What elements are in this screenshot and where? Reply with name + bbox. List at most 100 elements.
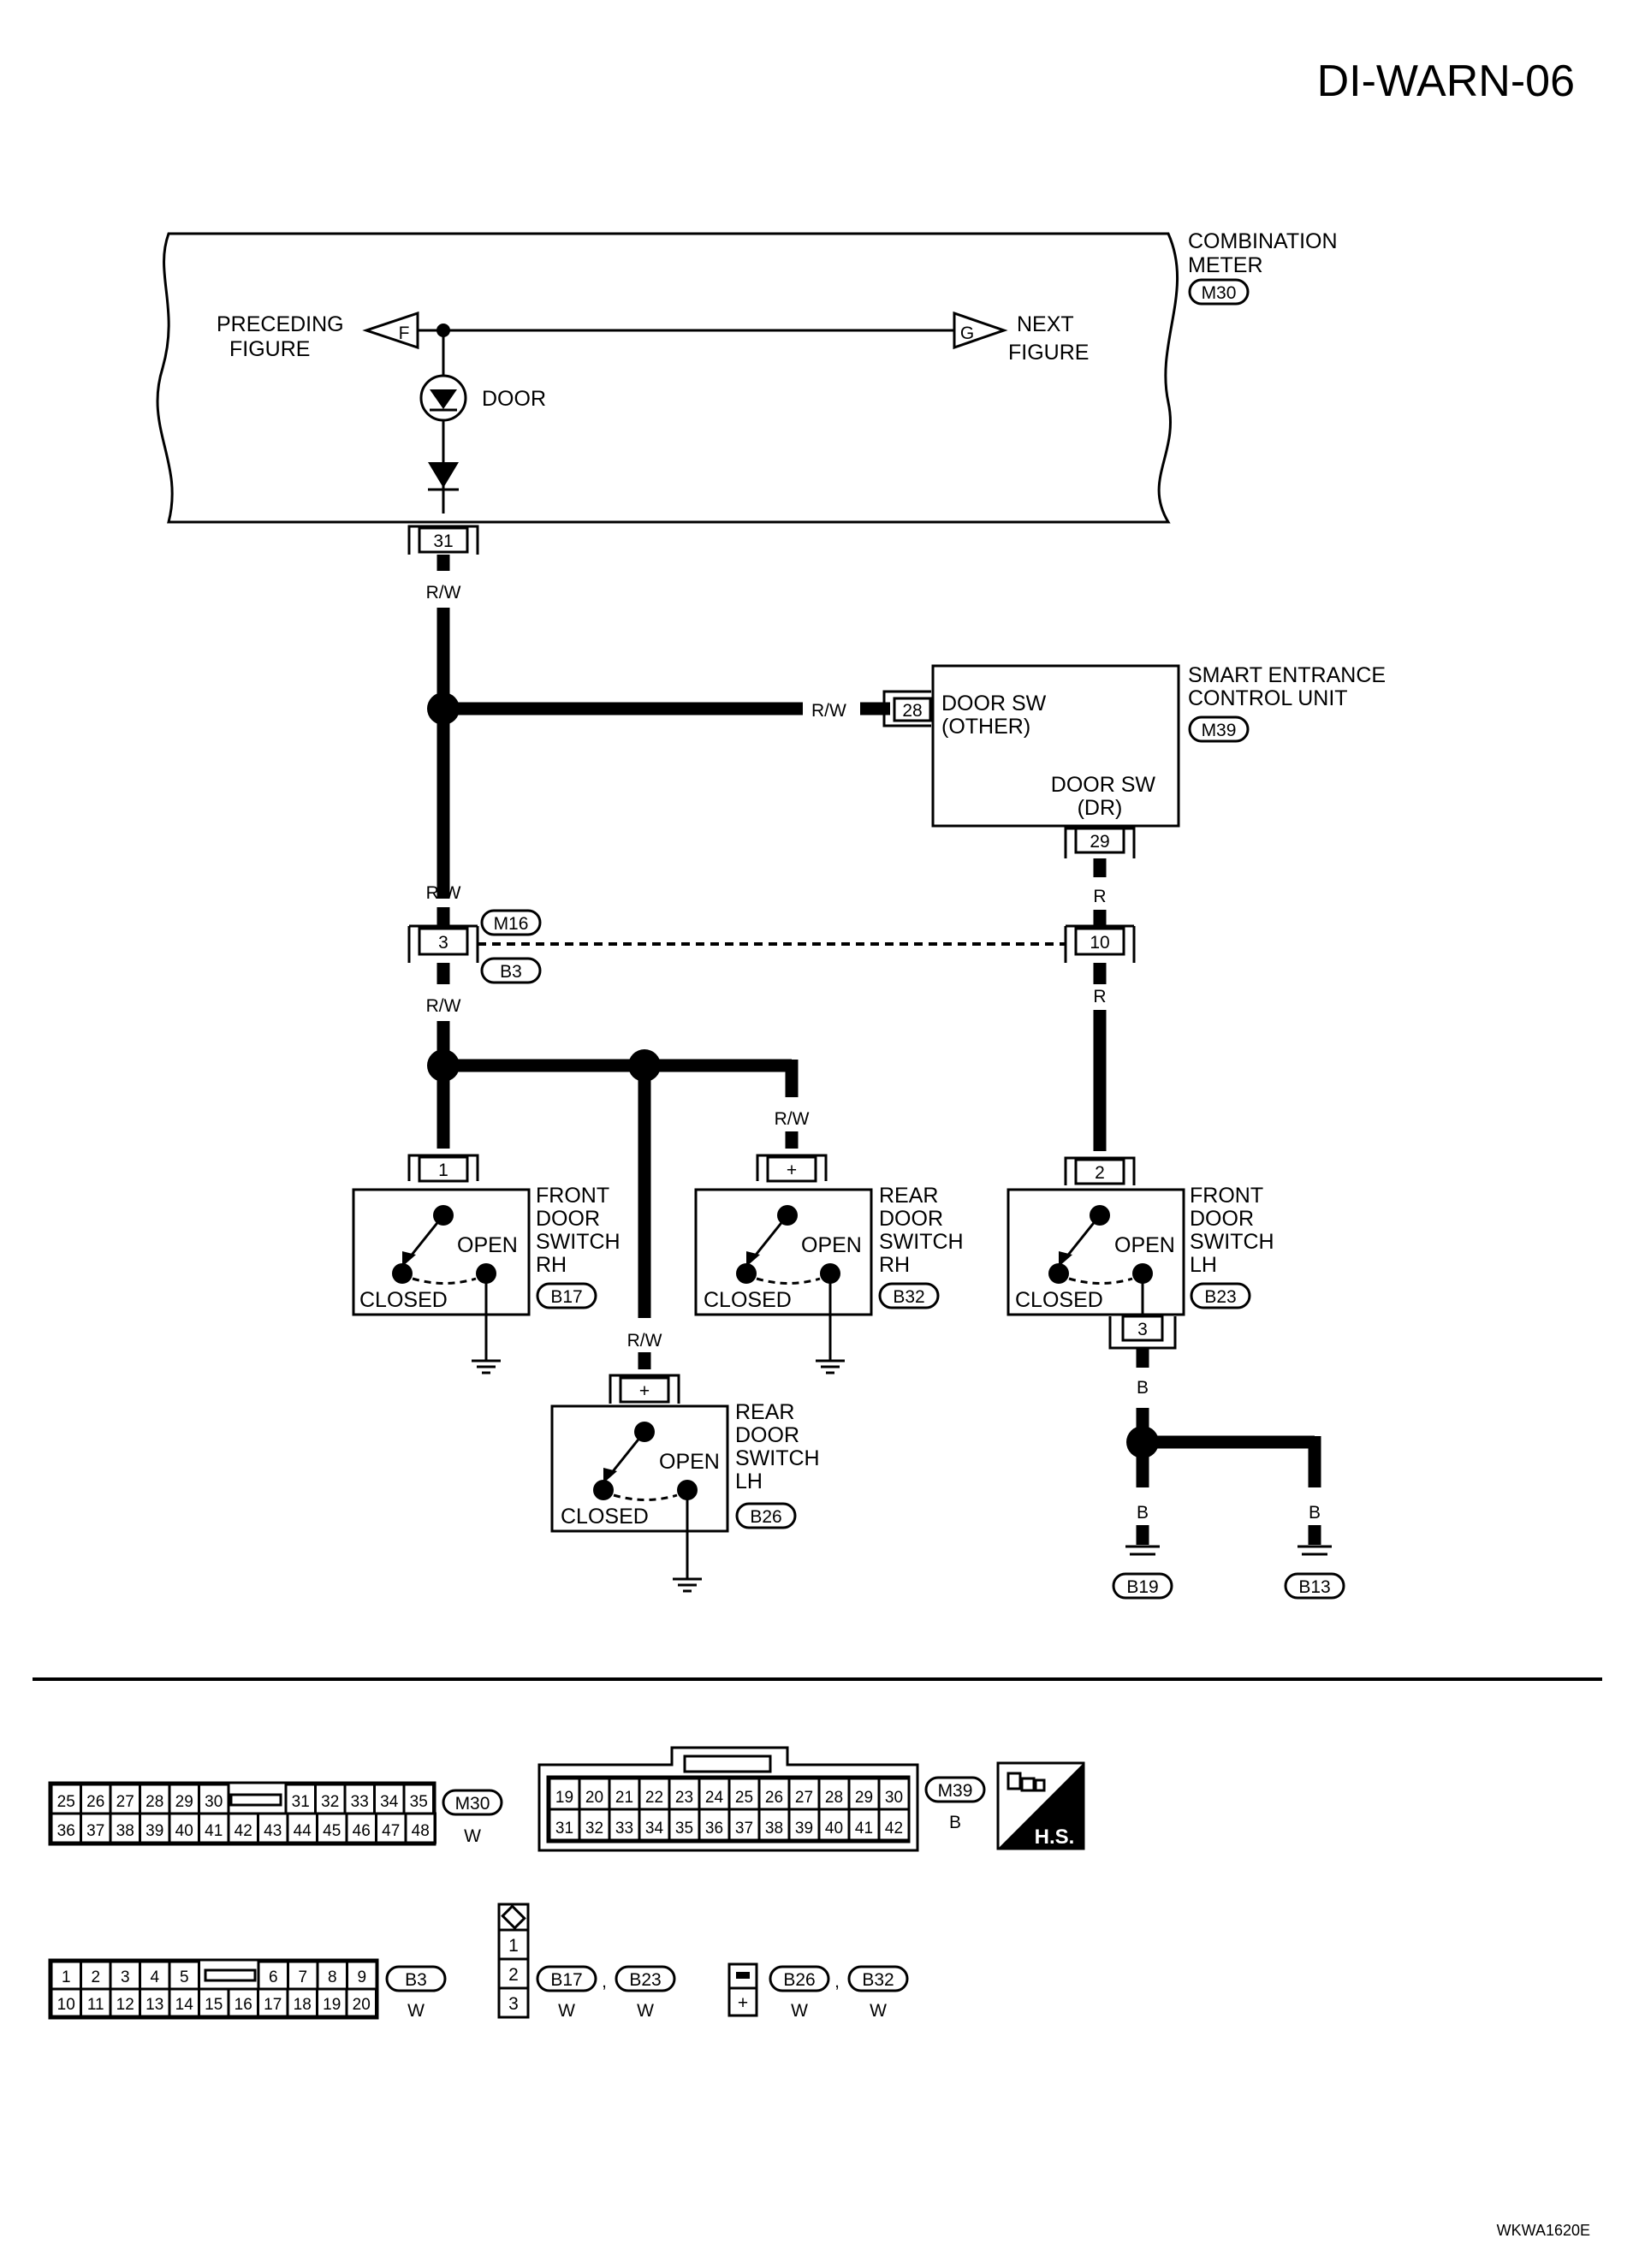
rear-rh-l1: REAR [879, 1184, 938, 1208]
harness-side-icon: H.S. [996, 1761, 1085, 1850]
m39-pin-label: 29 [855, 1789, 873, 1807]
door-lamp-diode-icon [430, 389, 457, 409]
b3-pin-label: 2 [91, 1968, 100, 1986]
connector-tag-m30-text: M30 [1202, 283, 1237, 303]
connector-tag-b17 [536, 1282, 597, 1309]
m30-pin-label: 36 [57, 1822, 75, 1840]
m39-pin-label: 20 [585, 1789, 603, 1807]
connector-view-3pin-sep: , [602, 1972, 607, 1992]
smart-label-2: CONTROL UNIT [1188, 686, 1348, 710]
b3-pin-label: 18 [294, 1996, 312, 2014]
joint-pin-3 [418, 927, 469, 956]
combination-meter-box [156, 232, 1179, 524]
ground-icon [1125, 1545, 1160, 1556]
m39-pin-label: 23 [675, 1789, 693, 1807]
connector-tag-m39 [1188, 715, 1250, 743]
m30-pin-label: 31 [292, 1793, 310, 1811]
rear-lh-l4: LH [735, 1469, 763, 1493]
m30-pin-label: 41 [205, 1822, 223, 1840]
connector-view-m39-tag [924, 1776, 986, 1803]
connector-view-b26-id: B26 [783, 1970, 815, 1990]
front-rh-pin [418, 1155, 469, 1183]
connector-view-m39-id: M39 [938, 1781, 973, 1801]
connector-tag-b26 [735, 1502, 797, 1529]
connector-view-m30-id: M30 [455, 1794, 490, 1814]
wire-color-rw-2: R/W [426, 883, 461, 903]
smart-pin-28-text: 28 [902, 701, 922, 721]
preceding-label-2: FIGURE [229, 337, 310, 361]
m39-pin-label: 34 [645, 1820, 664, 1838]
front-door-switch-lh-box [1007, 1188, 1185, 1316]
wire-color-rw-5: R/W [627, 1331, 662, 1351]
b3-pin-label: 4 [150, 1968, 159, 1986]
m39-pin-label: 36 [705, 1820, 723, 1838]
m39-cell [877, 1808, 911, 1842]
b3-pin-label: 11 [87, 1996, 104, 2014]
m30-pin-label: 25 [57, 1793, 75, 1811]
b3-pin-label: 6 [269, 1968, 278, 1986]
ground-tag-b13 [1284, 1572, 1345, 1600]
pin3-3: 3 [508, 1994, 519, 2014]
front-lh-closed: CLOSED [1015, 1288, 1103, 1312]
wire-color-rw-3: R/W [426, 996, 461, 1016]
connector-view-1pin-sep: , [834, 1972, 840, 1992]
m30-pin-label: 48 [412, 1822, 430, 1840]
connector-view-b3-color: W [407, 2001, 425, 2021]
rear-door-switch-lh-box [550, 1404, 729, 1533]
rear-lh-pin-text: + [639, 1381, 650, 1401]
m39-pin-label: 42 [885, 1820, 903, 1838]
b3-pin-label: 10 [57, 1996, 75, 2014]
m30-pin-label: 38 [116, 1822, 134, 1840]
connector-tag-m16-text: M16 [494, 914, 529, 934]
ground-icon [1297, 1545, 1332, 1556]
meter-diode-icon [428, 462, 459, 488]
b3-pin-label: 8 [328, 1968, 337, 1986]
rear-rh-closed: CLOSED [704, 1288, 792, 1312]
m30-pin-label: 28 [145, 1793, 163, 1811]
joint-pin-10-text: 10 [1090, 933, 1109, 953]
connector-tag-m30 [1188, 278, 1250, 306]
m30-pin-label: 26 [86, 1793, 104, 1811]
smart-pin-29 [1074, 827, 1125, 854]
wire-color-r-2: R [1093, 987, 1106, 1006]
rear-lh-closed: CLOSED [561, 1505, 649, 1529]
m30-pin-label: 29 [175, 1793, 193, 1811]
b3-pin-label: 3 [121, 1968, 130, 1986]
connector-view-b32-id: B32 [862, 1970, 894, 1990]
m39-pin-label: 26 [765, 1789, 783, 1807]
m30-pin-label: 45 [323, 1822, 341, 1840]
front-rh-l4: RH [536, 1253, 567, 1277]
connector-view-b23-color: W [637, 2001, 654, 2021]
page-title: DI-WARN-06 [1317, 56, 1575, 106]
connector-view-b23-tag [615, 1965, 676, 1992]
connector-tag-b32-text: B32 [893, 1287, 924, 1307]
b3-pin-label: 16 [235, 1996, 252, 2014]
m39-pin-label: 35 [675, 1820, 693, 1838]
meter-pin-31-text: 31 [433, 531, 453, 551]
m30-pin-label: 35 [410, 1793, 428, 1811]
connector-view-m30-color: W [464, 1826, 481, 1846]
b3-pin-label: 13 [145, 1996, 163, 2014]
b3-pin-label: 7 [298, 1968, 307, 1986]
rear-door-switch-rh-box [694, 1188, 873, 1316]
connector-view-m39-color: B [949, 1813, 961, 1832]
m39-pin-label: 24 [705, 1789, 724, 1807]
m39-pin-label: 25 [735, 1789, 753, 1807]
b3-pin-label: 12 [116, 1996, 134, 2014]
m30-pin-label: 27 [116, 1793, 134, 1811]
smart-pin-28 [893, 697, 932, 722]
m30-pin-label: 40 [175, 1822, 193, 1840]
front-lh-l4: LH [1190, 1253, 1217, 1277]
connector-view-3pin: 1 2 3 [497, 1903, 530, 2019]
pin3-1: 1 [508, 1936, 519, 1956]
joint-pin-3-text: 3 [438, 933, 448, 953]
front-lh-pin [1074, 1158, 1125, 1185]
b3-pin-label: 9 [357, 1968, 366, 1986]
smart-pin-29-text: 29 [1090, 832, 1109, 852]
m39-pin-label: 32 [585, 1820, 603, 1838]
wire-color-rw-1: R/W [426, 583, 461, 603]
m39-pin-label: 21 [615, 1789, 633, 1807]
front-rh-closed: CLOSED [359, 1288, 448, 1312]
